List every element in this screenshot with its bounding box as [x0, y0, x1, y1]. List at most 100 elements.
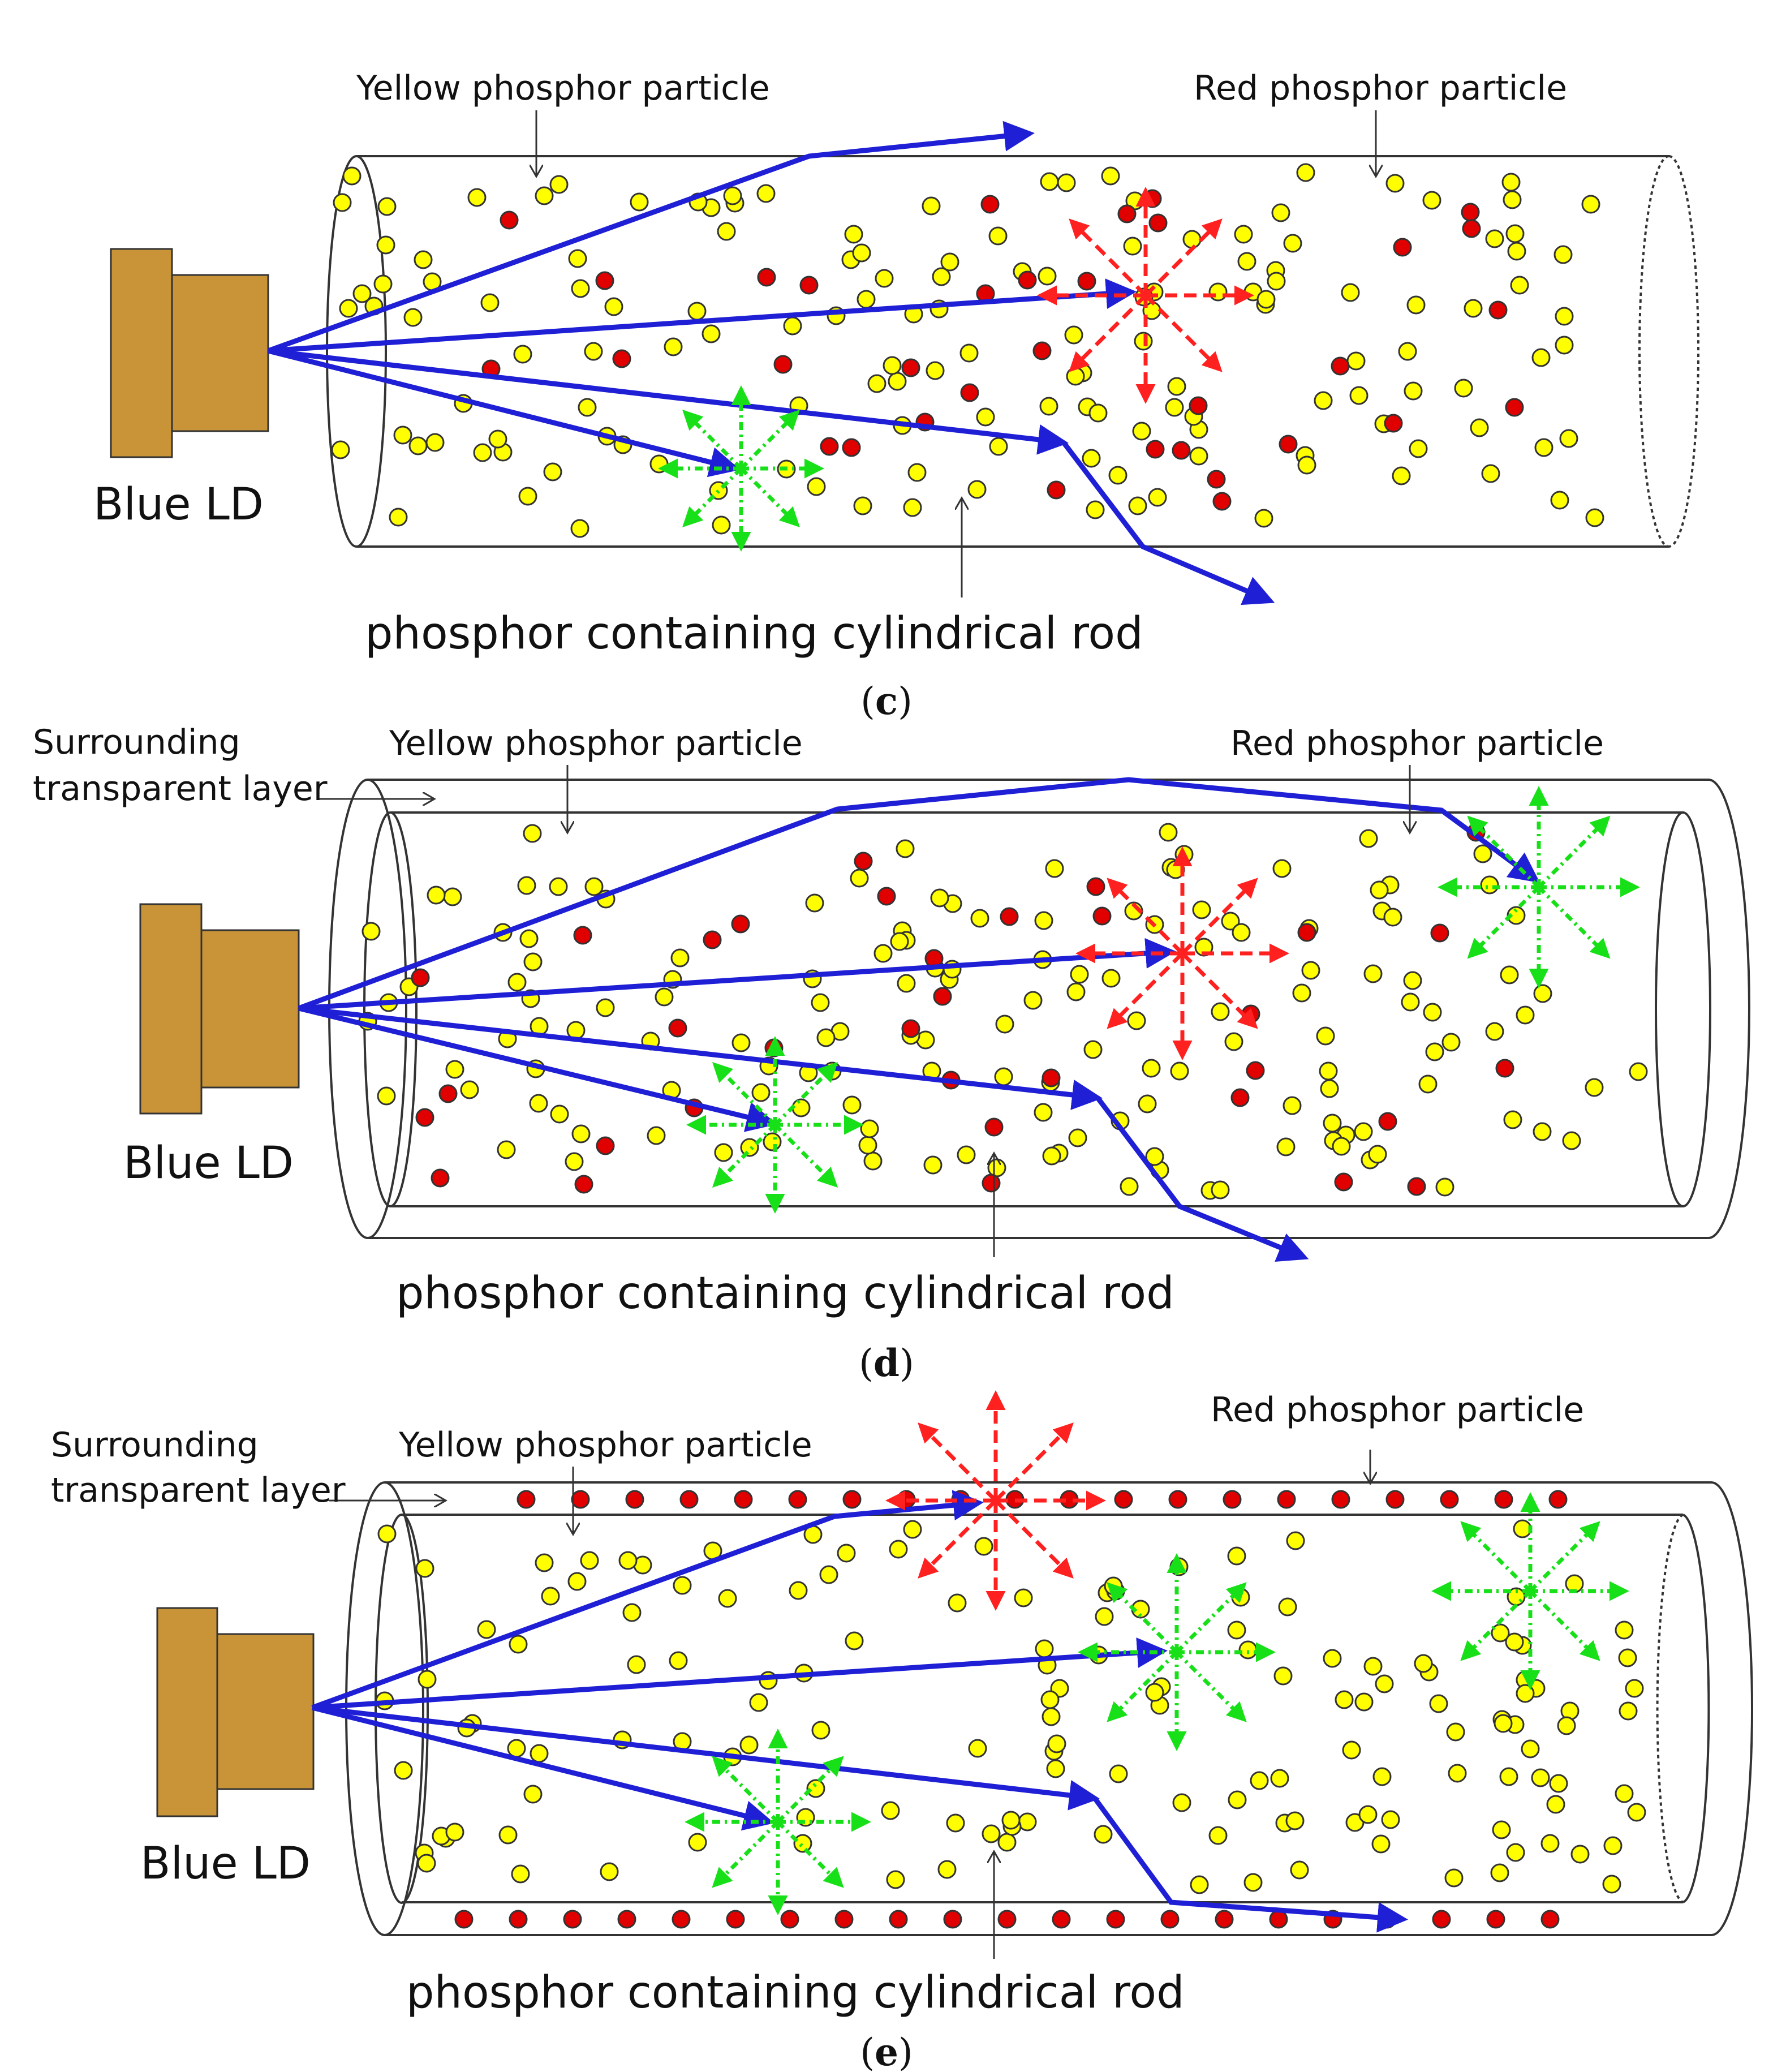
red-phosphor-particle-icon [668, 1018, 687, 1038]
red-phosphor-particle-icon [1430, 923, 1449, 943]
red-phosphor-particle-icon [1207, 470, 1226, 489]
yellow-phosphor-particle-icon [897, 974, 916, 993]
emission-arrow [1175, 1650, 1247, 1722]
emission-arrow [1529, 1521, 1600, 1593]
blue-ld-label: Blue LD [140, 1838, 311, 1889]
yellow-phosphor-particle-icon [853, 496, 872, 515]
emission-arrow [1107, 878, 1184, 955]
yellow-phosphor-particle-icon [974, 1537, 993, 1556]
blue-ld-label: Blue LD [93, 479, 264, 530]
blue-rays-e [311, 1490, 1408, 1933]
yellow-phosphor-particle-icon [507, 973, 527, 992]
yellow-phosphor-particle-icon [1499, 1767, 1518, 1786]
yellow-phosphor-particle-icon [1301, 961, 1320, 980]
red-phosphor-particle-icon [1212, 492, 1232, 511]
red-phosphor-particle-icon [1378, 1112, 1397, 1131]
emission-arrow [1107, 1650, 1178, 1722]
yellow-phosphor-particle-icon [627, 1655, 646, 1674]
yellow-phosphor-particle-icon [1368, 1145, 1387, 1164]
green-emission-burst-icon [1438, 786, 1640, 988]
yellow-phosphor-particle-icon [1409, 439, 1428, 458]
yellow-phosphor-particle-icon [1335, 1690, 1354, 1709]
emission-arrow [739, 467, 800, 527]
yellow-phosphor-particle-icon [811, 993, 830, 1012]
red-particles-c [481, 189, 1524, 511]
yellow-phosphor-particle-icon [1228, 1790, 1247, 1809]
yellow-phosphor-particle-icon [1086, 500, 1105, 519]
yellow-phosphor-particle-icon [1403, 971, 1422, 990]
yellow-phosphor-particle-icon [604, 297, 623, 316]
yellow-phosphor-label: Yellow phosphor particle [398, 1425, 812, 1465]
yellow-phosphor-particle-icon [1283, 234, 1302, 253]
yellow-phosphor-particle-icon [333, 193, 352, 212]
yellow-phosphor-particle-icon [403, 308, 423, 327]
yellow-phosphor-particle-icon [1082, 449, 1101, 468]
yellow-phosphor-particle-icon [1385, 174, 1405, 193]
rod-d [328, 779, 1750, 1239]
yellow-phosphor-particle-icon [1629, 1062, 1648, 1081]
red-phosphor-particle-icon [612, 349, 631, 368]
yellow-phosphor-particle-icon [1585, 1078, 1604, 1097]
red-phosphor-particle-icon [1548, 1490, 1568, 1509]
yellow-phosphor-particle-icon [1283, 1096, 1302, 1115]
red-phosphor-label: Red phosphor particle [1194, 68, 1567, 108]
yellow-phosphor-particle-icon [1444, 1868, 1464, 1888]
yellow-phosphor-particle-icon [1297, 455, 1316, 475]
yellow-phosphor-particle-icon [875, 269, 894, 288]
yellow-phosphor-particle-icon [565, 1152, 584, 1171]
red-phosphor-particle-icon [454, 1910, 474, 1929]
green-emission-burst-icon [1078, 1553, 1276, 1751]
yellow-phosphor-particle-icon [1034, 911, 1053, 930]
yellow-phosphor-particle-icon [517, 876, 536, 895]
yellow-phosphor-particle-icon [376, 235, 395, 255]
yellow-phosphor-particle-icon [723, 186, 742, 205]
blue-ld-icon [156, 1607, 315, 1817]
yellow-phosphor-particle-icon [596, 998, 615, 1017]
yellow-phosphor-particle-icon [850, 869, 869, 888]
blue-rays-c [267, 121, 1275, 605]
yellow-phosphor-particle-icon [751, 1083, 771, 1102]
emission-arrow [682, 467, 743, 527]
yellow-phosphor-particle-icon [1546, 1795, 1565, 1814]
emission-arrow [918, 1499, 997, 1579]
red-particles-e [454, 1490, 1568, 1929]
yellow-phosphor-particle-icon [863, 1151, 883, 1171]
yellow-phosphor-particle-icon [1040, 1690, 1060, 1709]
emission-arrow [712, 1123, 777, 1188]
red-phosphor-particle-icon [780, 1910, 799, 1929]
red-phosphor-particle-icon [672, 1910, 691, 1929]
yellow-phosphor-particle-icon [702, 324, 721, 343]
red-phosphor-particle-icon [1279, 435, 1298, 454]
yellow-phosphor-particle-icon [940, 252, 959, 272]
red-phosphor-particle-icon [703, 930, 722, 949]
yellow-phosphor-particle-icon [1095, 1607, 1114, 1626]
yellow-phosphor-particle-icon [806, 1779, 825, 1798]
yellow-phosphor-particle-icon [1615, 1784, 1634, 1803]
yellow-phosphor-particle-icon [1398, 342, 1417, 361]
yellow-phosphor-particle-icon [1109, 1764, 1128, 1783]
yellow-phosphor-particle-icon [550, 1104, 569, 1124]
yellow-phosphor-particle-icon [389, 508, 408, 527]
red-phosphor-particle-icon [1230, 1088, 1250, 1107]
yellow-phosphor-particle-icon [968, 1739, 987, 1758]
yellow-phosphor-particle-icon [1042, 1146, 1061, 1166]
yellow-phosphor-particle-icon [881, 1801, 900, 1820]
yellow-phosphor-particle-icon [523, 1785, 543, 1804]
yellow-phosphor-particle-icon [488, 429, 507, 449]
yellow-phosphor-particle-icon [994, 1067, 1013, 1086]
yellow-phosphor-particle-icon [1531, 348, 1551, 367]
red-phosphor-particle-icon [1494, 1490, 1513, 1509]
red-phosphor-particle-icon [563, 1910, 582, 1929]
yellow-phosphor-particle-icon [1211, 1002, 1230, 1021]
yellow-phosphor-particle-icon [568, 249, 587, 268]
yellow-phosphor-particle-icon [907, 463, 927, 482]
red-phosphor-particle-icon [617, 1910, 636, 1929]
yellow-phosphor-particle-icon [570, 519, 589, 538]
yellow-phosphor-particle-icon [1232, 923, 1251, 942]
yellow-phosphor-particle-icon [987, 1158, 1006, 1177]
yellow-phosphor-particle-icon [1555, 336, 1574, 355]
yellow-phosphor-particle-icon [1603, 1836, 1623, 1855]
red-phosphor-particle-icon [997, 1910, 1017, 1929]
yellow-phosphor-particle-icon [519, 929, 539, 948]
red-emission-burst-icon [1037, 187, 1254, 404]
